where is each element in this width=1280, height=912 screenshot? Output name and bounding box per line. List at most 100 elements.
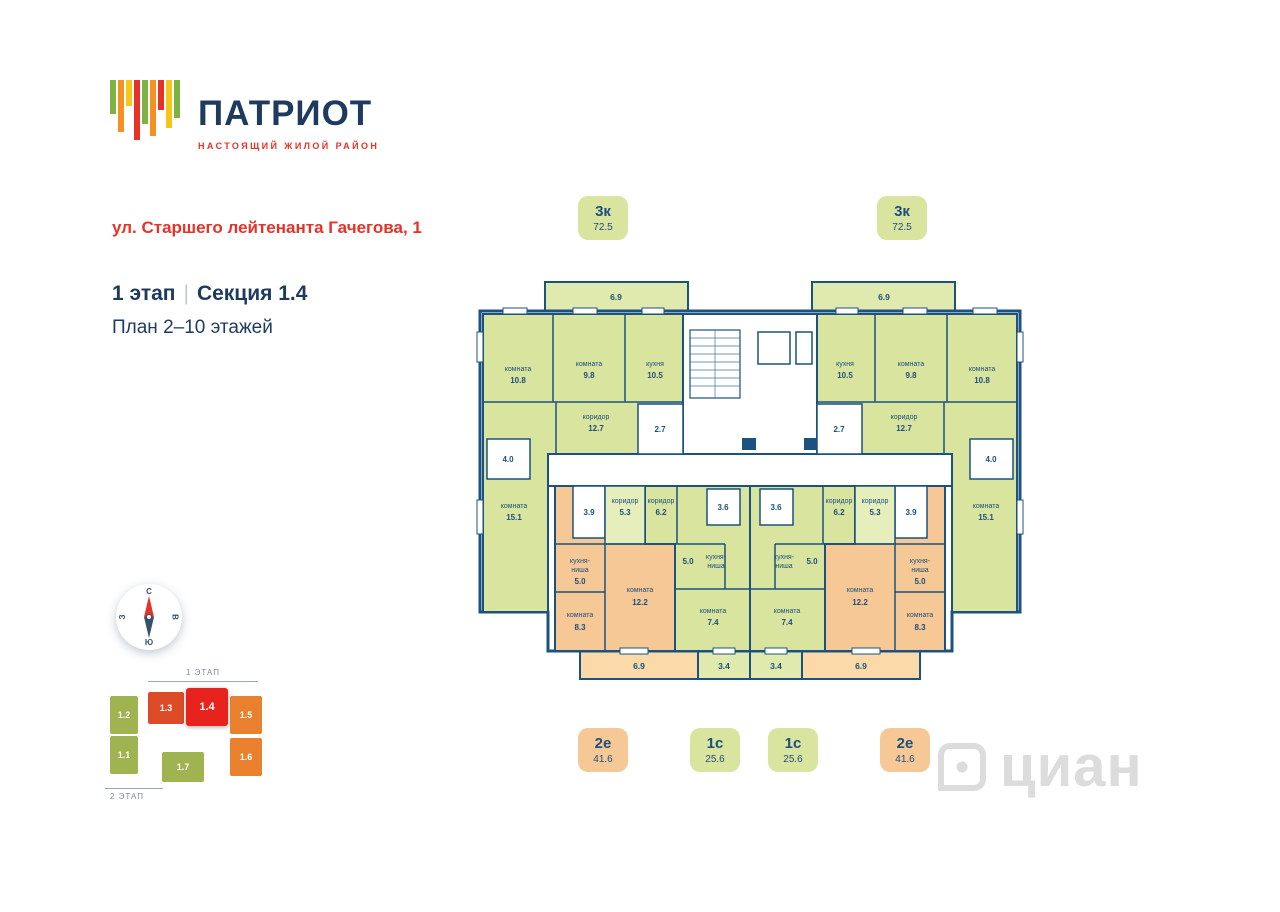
room-label: кухня- (910, 558, 931, 565)
badge-1s-left: 1с 25.6 (690, 728, 740, 772)
site-map: 1 ЭТАП 1.2 1.1 1.3 1.4 1.5 1.6 1.7 2 ЭТА… (100, 668, 275, 813)
room-label: коридор (583, 414, 610, 421)
door-mark-left (742, 438, 756, 450)
hall-2e-left (604, 485, 646, 545)
stage-label: 1 этап (112, 282, 176, 305)
bathroom-27-left (637, 403, 684, 455)
section-label: Секция 1.4 (196, 282, 308, 305)
room-label: 8.3 (914, 623, 926, 632)
room-label: 12.2 (852, 598, 868, 607)
badge-type: 1с (706, 734, 724, 752)
brand-tagline: НАСТОЯЩИЙ ЖИЛОЙ РАЙОН (198, 141, 380, 151)
room-label: коридор (612, 498, 639, 505)
room-label: комната (501, 503, 528, 510)
room-label: комната (700, 608, 727, 615)
room-label: комната (774, 608, 801, 615)
room-label: 5.0 (682, 557, 694, 566)
room-label: 4.0 (502, 455, 514, 464)
cian-watermark-text: циан (1000, 734, 1143, 799)
room-label: коридор (648, 498, 675, 505)
site-map-stage1-label: 1 ЭТАП (185, 668, 221, 677)
room-label: 6.2 (655, 508, 667, 517)
room-label: 10.8 (510, 376, 526, 385)
room-label: 3.4 (718, 661, 730, 671)
room-label: комната (898, 361, 925, 368)
room-label: кухня- (774, 554, 795, 561)
site-map-stage1-line (148, 681, 258, 682)
site-block-1-1: 1.1 (110, 736, 138, 774)
room-label: 6.9 (878, 292, 890, 302)
site-block-1-7: 1.7 (162, 752, 204, 782)
brand-logo-icon (110, 80, 180, 140)
room-label: 5.0 (806, 557, 818, 566)
room-label: кухня- (706, 554, 727, 561)
room-label: 6.2 (833, 508, 845, 517)
brand-text-block: ПАТРИОТ НАСТОЯЩИЙ ЖИЛОЙ РАЙОН (198, 80, 379, 151)
brand-logo: ПАТРИОТ НАСТОЯЩИЙ ЖИЛОЙ РАЙОН (110, 80, 379, 151)
room-label: 5.0 (914, 577, 926, 586)
room-label: 3.9 (905, 508, 917, 517)
room-label: 7.4 (781, 618, 793, 627)
badge-2e-left: 2е 41.6 (578, 728, 628, 772)
cian-pin-icon (938, 743, 986, 791)
room-label: 4.0 (985, 455, 997, 464)
room-label: 5.0 (574, 577, 586, 586)
bathroom-40-right (969, 438, 1014, 480)
room-label: комната (627, 587, 654, 594)
cian-watermark: циан (938, 738, 1143, 796)
site-map-stage2-label: 2 ЭТАП (110, 792, 145, 801)
room-label: комната (973, 503, 1000, 510)
room-label: 6.9 (633, 661, 645, 671)
site-block-1-2: 1.2 (110, 696, 138, 734)
site-block-1-5: 1.5 (230, 696, 262, 734)
badge-area: 25.6 (783, 753, 803, 765)
door-mark-right (804, 438, 817, 450)
room-label: 5.3 (619, 508, 631, 517)
room-label: комната (576, 361, 603, 368)
room-label: 10.5 (647, 371, 663, 380)
room-label: ниша (707, 563, 724, 570)
room-label: комната (969, 366, 996, 373)
site-map-stage2-line (105, 788, 163, 789)
badge-1s-right: 1с 25.6 (768, 728, 818, 772)
compass-needle-icon (144, 596, 154, 638)
bathroom-36-left (706, 488, 741, 526)
room-label: 12.2 (632, 598, 648, 607)
bathroom-36-right (759, 488, 794, 526)
badge-type: 2е (896, 734, 914, 752)
room-label: 8.3 (574, 623, 586, 632)
room-label: 9.8 (583, 371, 595, 380)
room-label: ниша (775, 563, 792, 570)
compass: С Ю З В (116, 584, 182, 650)
badge-type: 2е (594, 734, 612, 752)
badge-type: 3к (894, 202, 910, 220)
street-address: ул. Старшего лейтенанта Гачегова, 1 (112, 218, 422, 237)
room-label: коридор (826, 498, 853, 505)
room-label: комната (847, 587, 874, 594)
badge-3k-right: 3к 72.5 (877, 196, 927, 240)
room-label: коридор (862, 498, 889, 505)
badge-area: 41.6 (895, 753, 915, 765)
room-label: кухня- (570, 558, 591, 565)
badge-area: 72.5 (593, 221, 613, 233)
site-block-1-4-active: 1.4 (186, 688, 228, 726)
compass-west: З (118, 614, 128, 620)
brand-name: ПАТРИОТ (198, 94, 373, 133)
badge-3k-left: 3к 72.5 (578, 196, 628, 240)
room-label: 3.6 (770, 503, 782, 512)
room-label: 10.8 (974, 376, 990, 385)
site-block-1-6: 1.6 (230, 738, 262, 776)
room-label: 15.1 (506, 513, 522, 522)
stairs (689, 329, 741, 399)
room-label: 6.9 (855, 661, 867, 671)
room-label: комната (907, 612, 934, 619)
room-label: 6.9 (610, 292, 622, 302)
bathroom-40-left (486, 438, 531, 480)
compass-east: В (170, 614, 180, 620)
elevators (757, 331, 813, 365)
separator: | (183, 282, 189, 305)
room-label: 12.7 (896, 424, 912, 433)
